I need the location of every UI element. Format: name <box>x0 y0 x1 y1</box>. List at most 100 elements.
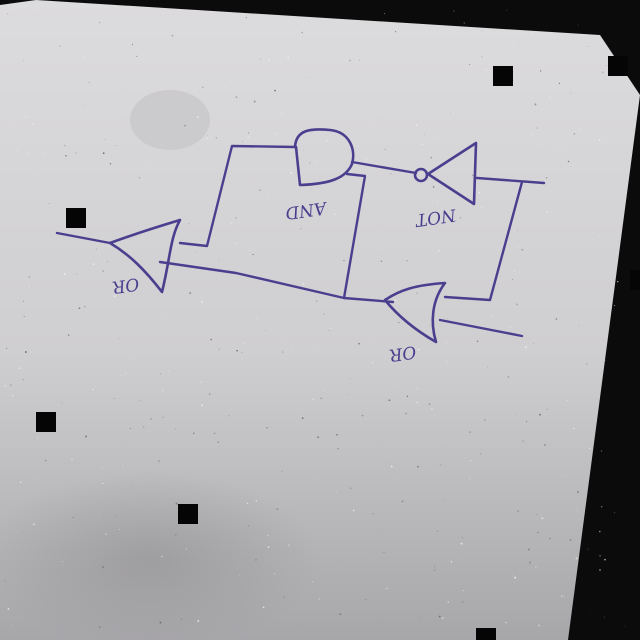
speckle <box>62 81 64 83</box>
speckle <box>76 273 78 275</box>
speckle <box>545 177 548 179</box>
speckle <box>208 393 211 395</box>
speckle <box>141 178 143 180</box>
speckle <box>37 437 39 439</box>
speckle <box>397 517 398 519</box>
speckle <box>84 306 86 308</box>
speckle <box>604 616 605 618</box>
speckle <box>121 464 124 467</box>
speckle <box>247 525 249 527</box>
speckle <box>539 144 541 146</box>
speckle <box>22 379 24 381</box>
speckle <box>184 626 186 628</box>
speckle <box>442 617 444 620</box>
speckle <box>149 162 151 164</box>
speckle <box>417 348 420 351</box>
speckle <box>161 317 163 319</box>
speckle <box>439 464 442 466</box>
speckle <box>423 401 425 402</box>
wire-not-to-and <box>350 160 418 175</box>
speckle <box>333 106 335 109</box>
speckle <box>387 456 389 458</box>
speckle <box>22 300 25 302</box>
speckle <box>604 558 606 561</box>
speckle <box>390 465 393 468</box>
speckle <box>82 105 84 107</box>
speckle <box>540 159 542 161</box>
paper-shadow-faint <box>130 90 210 150</box>
speckle <box>558 82 561 85</box>
speckle <box>430 156 433 159</box>
speckle <box>23 315 25 318</box>
speckle <box>78 307 81 310</box>
speckle <box>432 186 435 188</box>
speckle <box>394 299 397 301</box>
speckle <box>4 580 6 582</box>
speckle <box>577 24 579 26</box>
wire-long-diagonal <box>158 260 395 304</box>
speckle <box>201 404 204 407</box>
speckle <box>131 484 132 486</box>
speckle <box>361 414 364 417</box>
speckle <box>573 132 576 135</box>
speckle <box>63 273 66 275</box>
speckle <box>239 574 240 576</box>
speckle <box>286 337 288 339</box>
speckle <box>262 606 265 609</box>
speckle <box>600 505 603 508</box>
speckle <box>236 349 238 352</box>
speckle <box>192 432 195 435</box>
speckle <box>559 147 561 150</box>
speckle <box>544 444 546 446</box>
speckle <box>306 77 308 79</box>
speckle <box>599 554 602 557</box>
speckle <box>24 116 27 118</box>
speckle <box>529 564 530 565</box>
speckle <box>253 100 256 103</box>
speckle <box>142 426 145 428</box>
speckle <box>115 515 117 517</box>
speckle <box>245 17 247 19</box>
speckle <box>576 510 578 511</box>
speckle <box>541 513 543 515</box>
speckle <box>217 441 219 443</box>
speckle <box>337 448 339 450</box>
speckle <box>347 393 349 395</box>
speckle <box>513 270 516 272</box>
speckle <box>428 403 431 406</box>
speckle <box>436 530 439 532</box>
not-gate <box>426 141 478 206</box>
speckle <box>72 518 74 520</box>
speckle <box>578 127 581 130</box>
speckle <box>28 276 31 278</box>
speckle <box>302 150 304 151</box>
speckle <box>528 561 531 564</box>
speckle <box>134 359 135 361</box>
speckle <box>36 10 39 12</box>
speckle <box>624 625 626 627</box>
speckle <box>415 124 418 127</box>
speckle <box>228 342 230 344</box>
speckle <box>443 499 445 501</box>
speckle <box>275 133 277 135</box>
speckle <box>259 189 261 191</box>
logic-circuit <box>55 128 546 344</box>
speckle <box>256 104 258 106</box>
speckle <box>317 436 320 439</box>
speckle <box>75 152 77 154</box>
speckle <box>398 321 400 324</box>
speckle <box>162 390 164 392</box>
speckle <box>417 465 419 468</box>
speckle <box>469 431 472 433</box>
speckle <box>465 42 467 43</box>
speckle <box>338 559 339 561</box>
speckle <box>575 557 578 560</box>
speckle <box>598 138 601 141</box>
speckle <box>138 177 140 179</box>
speckle <box>460 542 463 545</box>
speckle <box>513 41 515 44</box>
speckle <box>288 544 290 546</box>
speckle <box>7 608 10 610</box>
speckle <box>107 261 109 262</box>
